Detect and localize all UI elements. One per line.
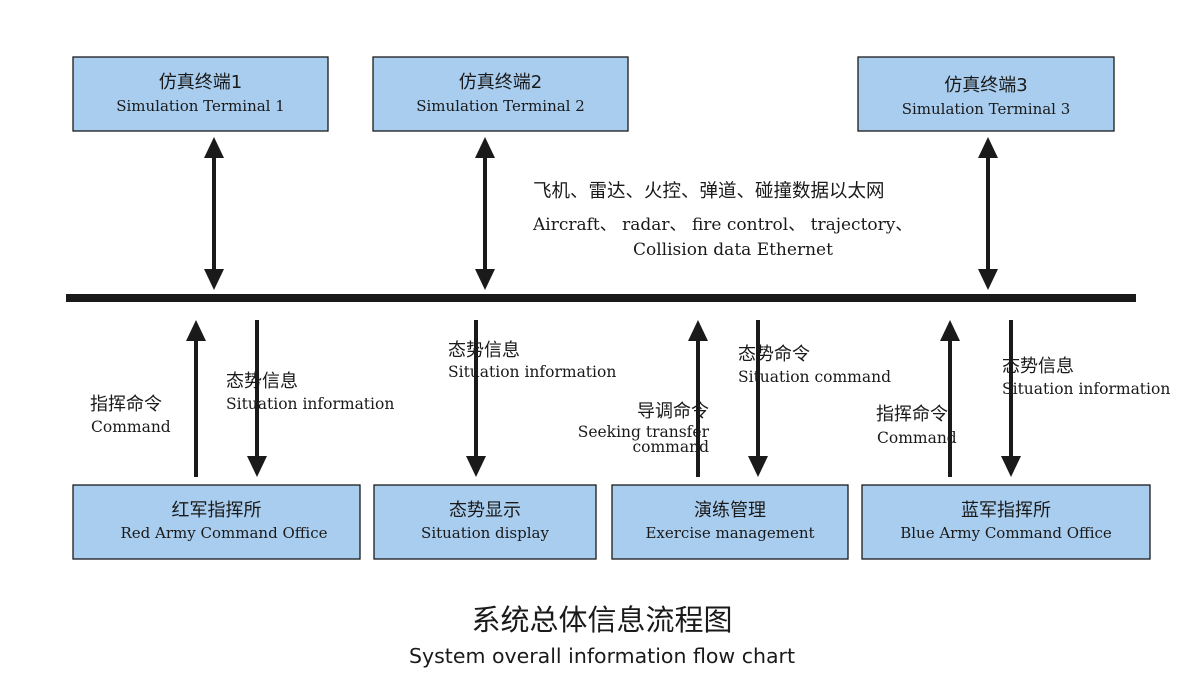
- up-arrowhead-icon: [186, 320, 206, 341]
- terminal-3-double-arrow: [978, 137, 998, 290]
- diagram-title-en: System overall information flow chart: [409, 644, 795, 668]
- down-arrowhead-icon: [748, 456, 768, 477]
- situation-display-zh-label: 态势显示: [449, 500, 521, 521]
- exercise-situation-arrow: [748, 320, 768, 477]
- red-army-command-box: [72, 484, 361, 560]
- exercise-management-box: [611, 484, 849, 560]
- up-arrowhead-icon: [475, 137, 495, 158]
- unit-exercise-management: 演练管理 Exercise management: [611, 484, 849, 560]
- network-note-en-line1: Aircraft、 radar、 fire control、 trajector…: [532, 215, 912, 235]
- up-arrowhead-icon: [688, 320, 708, 341]
- down-arrowhead-icon: [247, 456, 267, 477]
- terminal-2-en-label: Simulation Terminal 2: [416, 97, 585, 115]
- exercise-seeking-zh-label: 导调命令: [637, 401, 709, 422]
- up-arrowhead-icon: [204, 137, 224, 158]
- red-army-command-zh-label: 红军指挥所: [172, 500, 262, 521]
- down-arrowhead-icon: [978, 269, 998, 290]
- terminal-1-en-label: Simulation Terminal 1: [116, 97, 285, 115]
- up-arrowhead-icon: [940, 320, 960, 341]
- blue-situation-zh-label: 态势信息: [1002, 356, 1074, 377]
- down-arrowhead-icon: [475, 269, 495, 290]
- red-situation-zh-label: 态势信息: [226, 371, 298, 392]
- display-situation-en-label: Situation information: [448, 363, 616, 381]
- unit-situation-display: 态势显示 Situation display: [373, 484, 597, 560]
- exercise-situation-zh-label: 态势命令: [738, 344, 810, 365]
- blue-situation-en-label: Situation information: [1002, 380, 1170, 398]
- exercise-situation-en-label: Situation command: [738, 368, 891, 386]
- terminal-2-zh-label: 仿真终端2: [459, 72, 542, 93]
- blue-army-command-zh-label: 蓝军指挥所: [961, 500, 1051, 521]
- exercise-management-zh-label: 演练管理: [694, 500, 766, 521]
- display-situation-zh-label: 态势信息: [448, 340, 520, 361]
- terminal-3-zh-label: 仿真终端3: [944, 75, 1027, 96]
- terminal-2-double-arrow: [475, 137, 495, 290]
- red-command-arrow: [186, 320, 206, 477]
- terminal-3-box: [857, 56, 1115, 132]
- situation-display-en-label: Situation display: [421, 524, 549, 542]
- down-arrowhead-icon: [1001, 456, 1021, 477]
- blue-command-zh-label: 指挥命令: [876, 404, 948, 425]
- diagram-title-zh: 系统总体信息流程图: [471, 603, 732, 637]
- network-note: 飞机、雷达、火控、弹道、碰撞数据以太网 Aircraft、 radar、 fir…: [532, 181, 912, 260]
- terminal-3: 仿真终端3 Simulation Terminal 3: [857, 56, 1115, 132]
- red-situation-en-label: Situation information: [226, 395, 394, 413]
- down-arrowhead-icon: [204, 269, 224, 290]
- terminal-3-en-label: Simulation Terminal 3: [902, 100, 1071, 118]
- exercise-seeking-en-label-line2: command: [632, 438, 709, 456]
- blue-command-en-label: Command: [877, 429, 957, 447]
- situation-display-box: [373, 484, 597, 560]
- down-arrowhead-icon: [466, 456, 486, 477]
- terminal-1: 仿真终端1 Simulation Terminal 1: [72, 56, 329, 132]
- network-note-en-line2: Collision data Ethernet: [633, 240, 833, 260]
- exercise-management-en-label: Exercise management: [645, 524, 814, 542]
- display-situation-arrow: [466, 320, 486, 477]
- network-note-zh: 飞机、雷达、火控、弹道、碰撞数据以太网: [533, 181, 885, 202]
- blue-command-arrow: [940, 320, 960, 477]
- terminal-1-zh-label: 仿真终端1: [159, 72, 242, 93]
- unit-blue-army-command: 蓝军指挥所 Blue Army Command Office: [861, 484, 1151, 560]
- blue-army-command-en-label: Blue Army Command Office: [900, 524, 1112, 542]
- exercise-seeking-arrow: [688, 320, 708, 477]
- up-arrowhead-icon: [978, 137, 998, 158]
- red-situation-arrow: [247, 320, 267, 477]
- unit-red-army-command: 红军指挥所 Red Army Command Office: [72, 484, 361, 560]
- blue-army-command-box: [861, 484, 1151, 560]
- terminal-2: 仿真终端2 Simulation Terminal 2: [372, 56, 629, 132]
- exercise-seeking-en-label-line1: Seeking transfer: [578, 423, 710, 441]
- red-command-zh-label: 指挥命令: [90, 394, 162, 415]
- red-command-en-label: Command: [91, 418, 171, 436]
- terminal-2-box: [372, 56, 629, 132]
- blue-situation-arrow: [1001, 320, 1021, 477]
- terminal-1-double-arrow: [204, 137, 224, 290]
- terminal-1-box: [72, 56, 329, 132]
- red-army-command-en-label: Red Army Command Office: [121, 524, 328, 542]
